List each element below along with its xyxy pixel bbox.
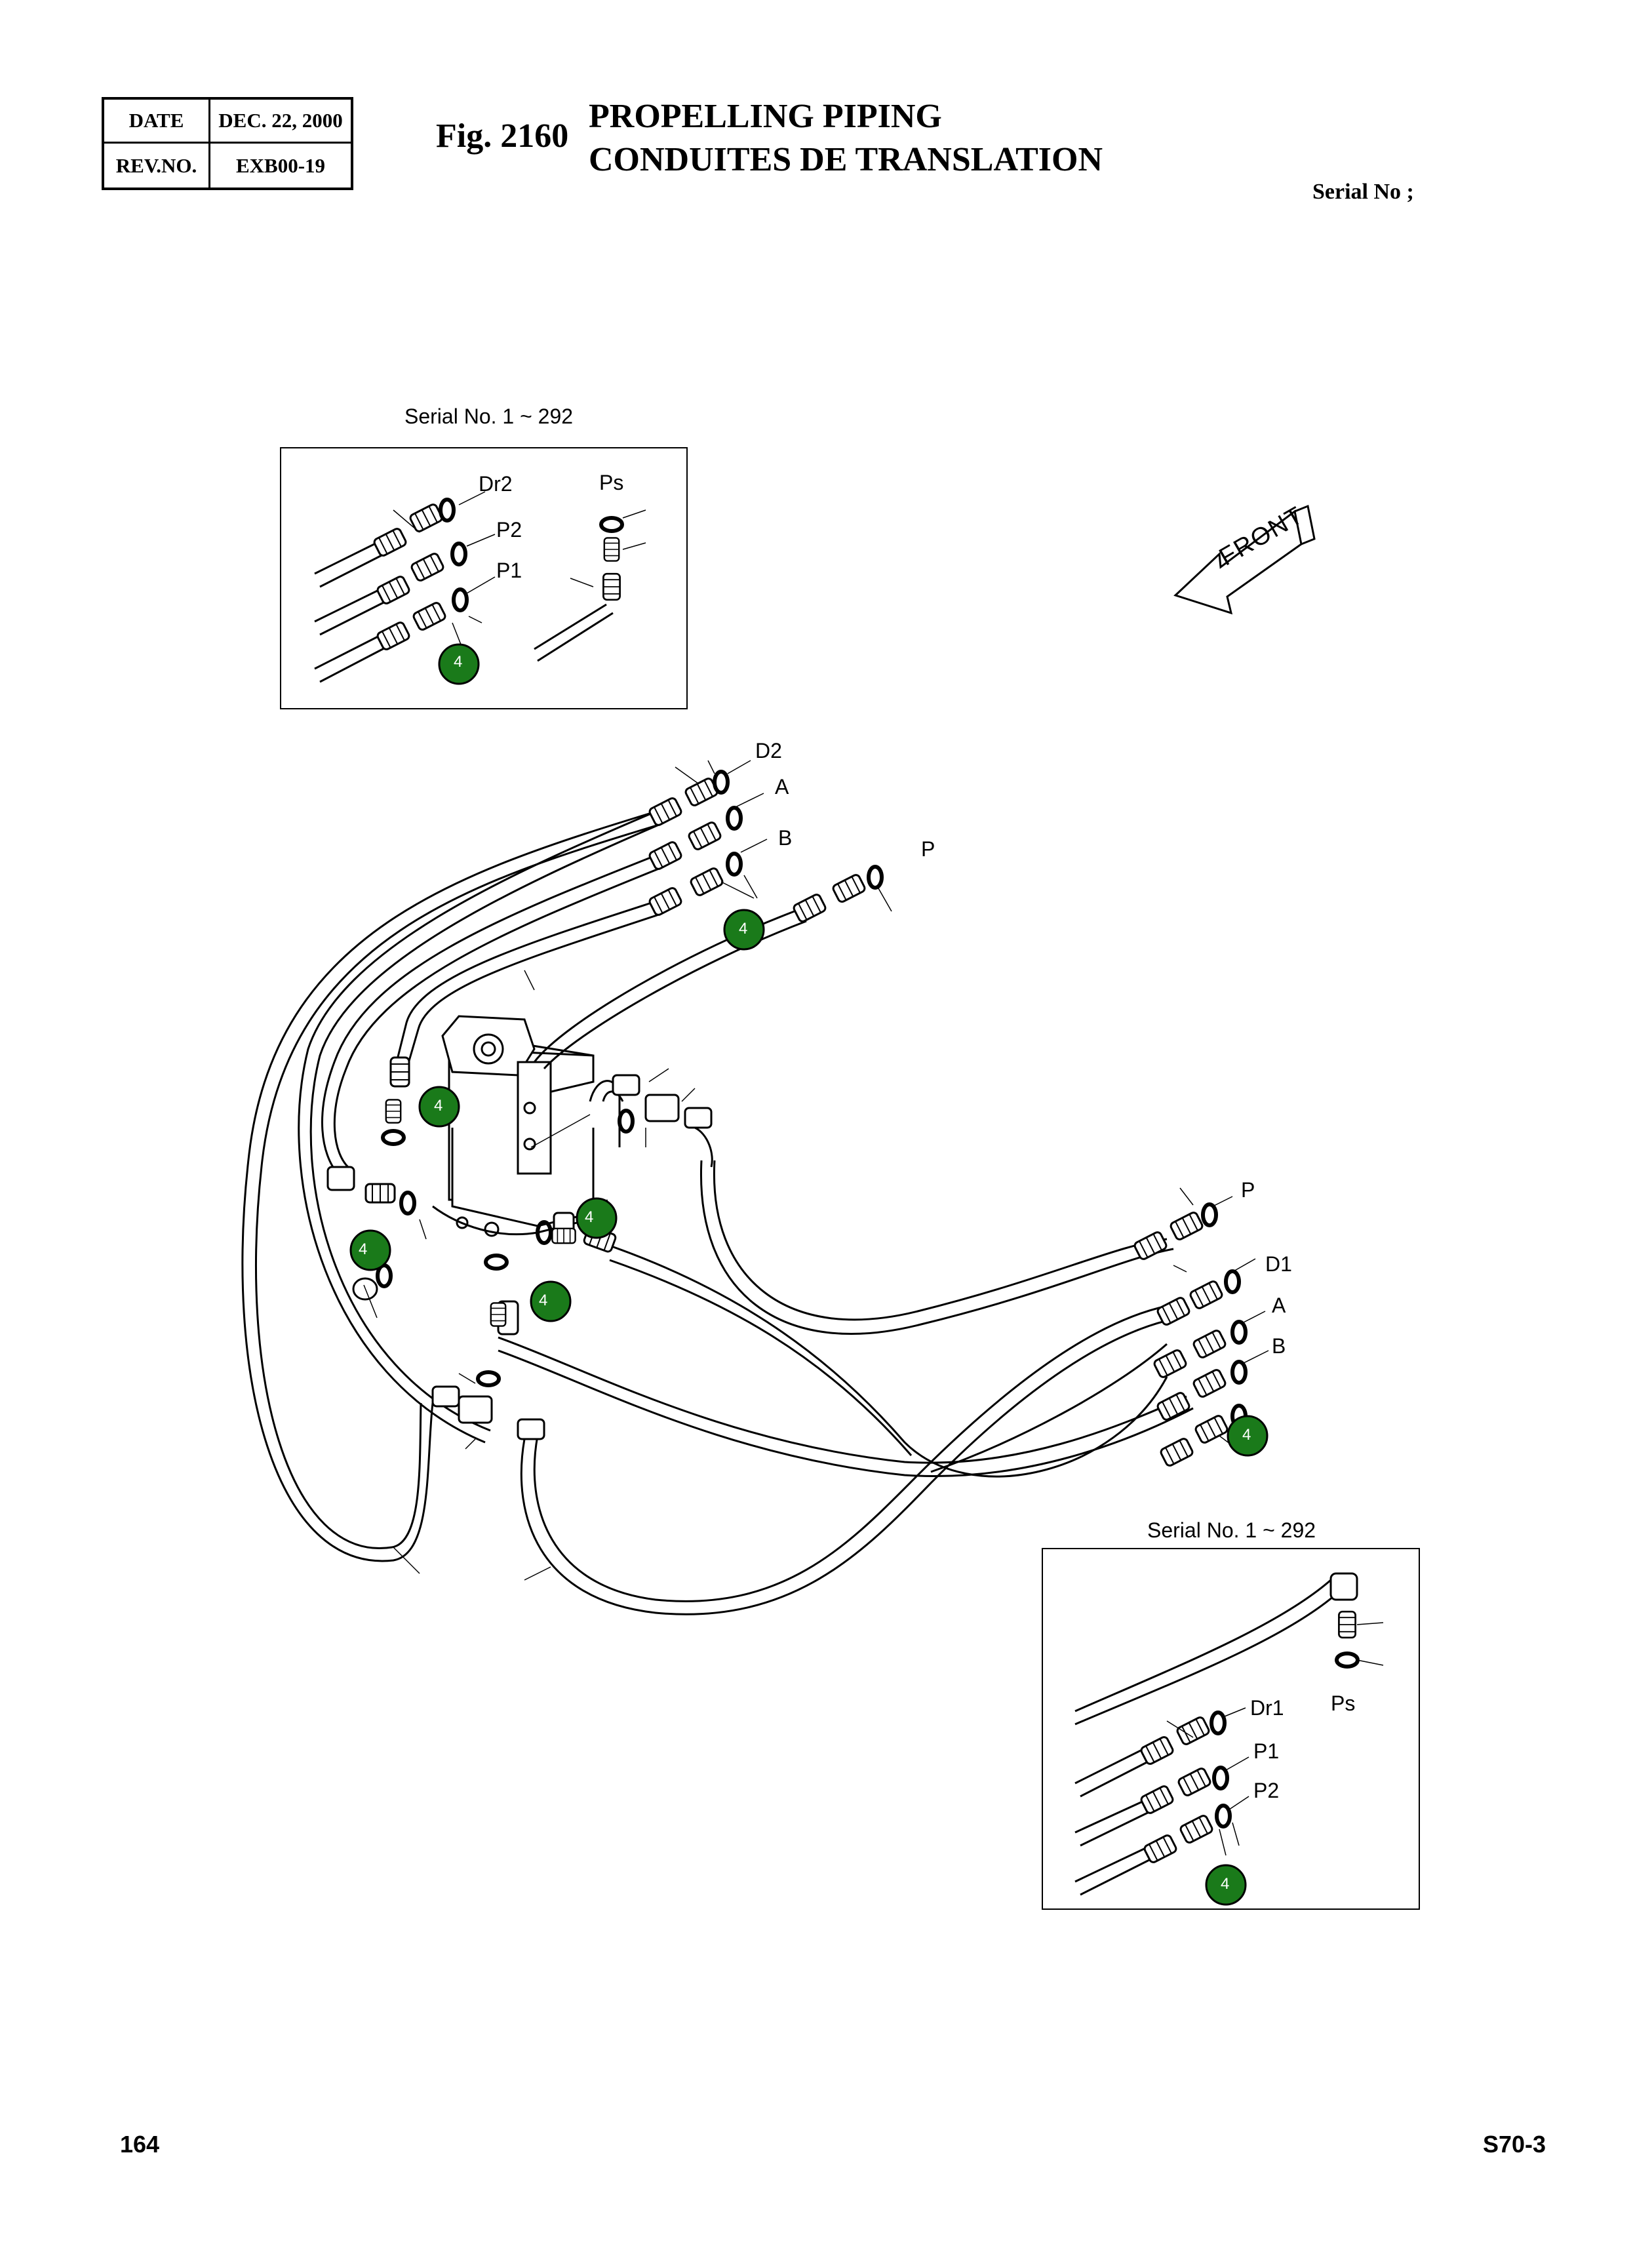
serial-number-header: Serial No ; (1312, 180, 1414, 204)
inset-bottom-label-dr1: Dr1 (1250, 1696, 1284, 1720)
inset-bottom-label-p1: P1 (1253, 1739, 1280, 1763)
label-b-right: B (1272, 1334, 1286, 1358)
page-number: 164 (120, 2131, 160, 2158)
main-diagram (241, 760, 1269, 1615)
title-french: CONDUITES DE TRANSLATION (589, 141, 1103, 178)
inset-bottom-caption: Serial No. 1 ~ 292 (1147, 1518, 1316, 1542)
label-d1: D1 (1265, 1252, 1292, 1276)
callout-circle (438, 643, 480, 685)
inset-top-callout: 4 (454, 653, 463, 671)
figure-number: Fig. 2160 (436, 117, 569, 155)
callout-4-b: 4 (434, 1097, 443, 1115)
inset-top (280, 447, 688, 709)
rev-label: REV.NO. (104, 144, 210, 188)
label-a-right: A (1272, 1294, 1286, 1317)
date-label: DATE (104, 100, 210, 144)
inset-top-label-dr2: Dr2 (479, 472, 513, 496)
label-a-top: A (775, 775, 789, 799)
callout-4-a: 4 (739, 920, 748, 938)
inset-top-label-p1: P1 (496, 559, 522, 582)
inset-bottom-callout: 4 (1221, 1875, 1230, 1893)
label-p-top: P (921, 837, 935, 861)
callout-4-d: 4 (359, 1240, 368, 1258)
inset-bottom-label-ps: Ps (1331, 1691, 1356, 1715)
label-b-top: B (778, 826, 793, 850)
front-arrow (1173, 504, 1316, 615)
inset-top-label-p2: P2 (496, 518, 522, 542)
rev-value: EXB00-19 (235, 153, 326, 177)
inset-bottom (1042, 1548, 1420, 1910)
inset-top-caption: Serial No. 1 ~ 292 (404, 405, 574, 428)
inset-bottom-label-p2: P2 (1253, 1779, 1280, 1802)
inset-top-label-ps: Ps (599, 471, 624, 494)
callout-4-c: 4 (585, 1208, 594, 1226)
model-code: S70-3 (1483, 2131, 1546, 2158)
callout-4-f: 4 (1242, 1426, 1251, 1444)
date-value: DEC. 22, 2000 (210, 100, 351, 144)
label-p-right: P (1241, 1178, 1255, 1202)
title-english: PROPELLING PIPING (589, 98, 942, 135)
revision-table: DATE DEC. 22, 2000 REV.NO. EXB00-19 (102, 97, 353, 190)
label-d2: D2 (755, 739, 782, 762)
callout-4-e: 4 (539, 1292, 548, 1309)
